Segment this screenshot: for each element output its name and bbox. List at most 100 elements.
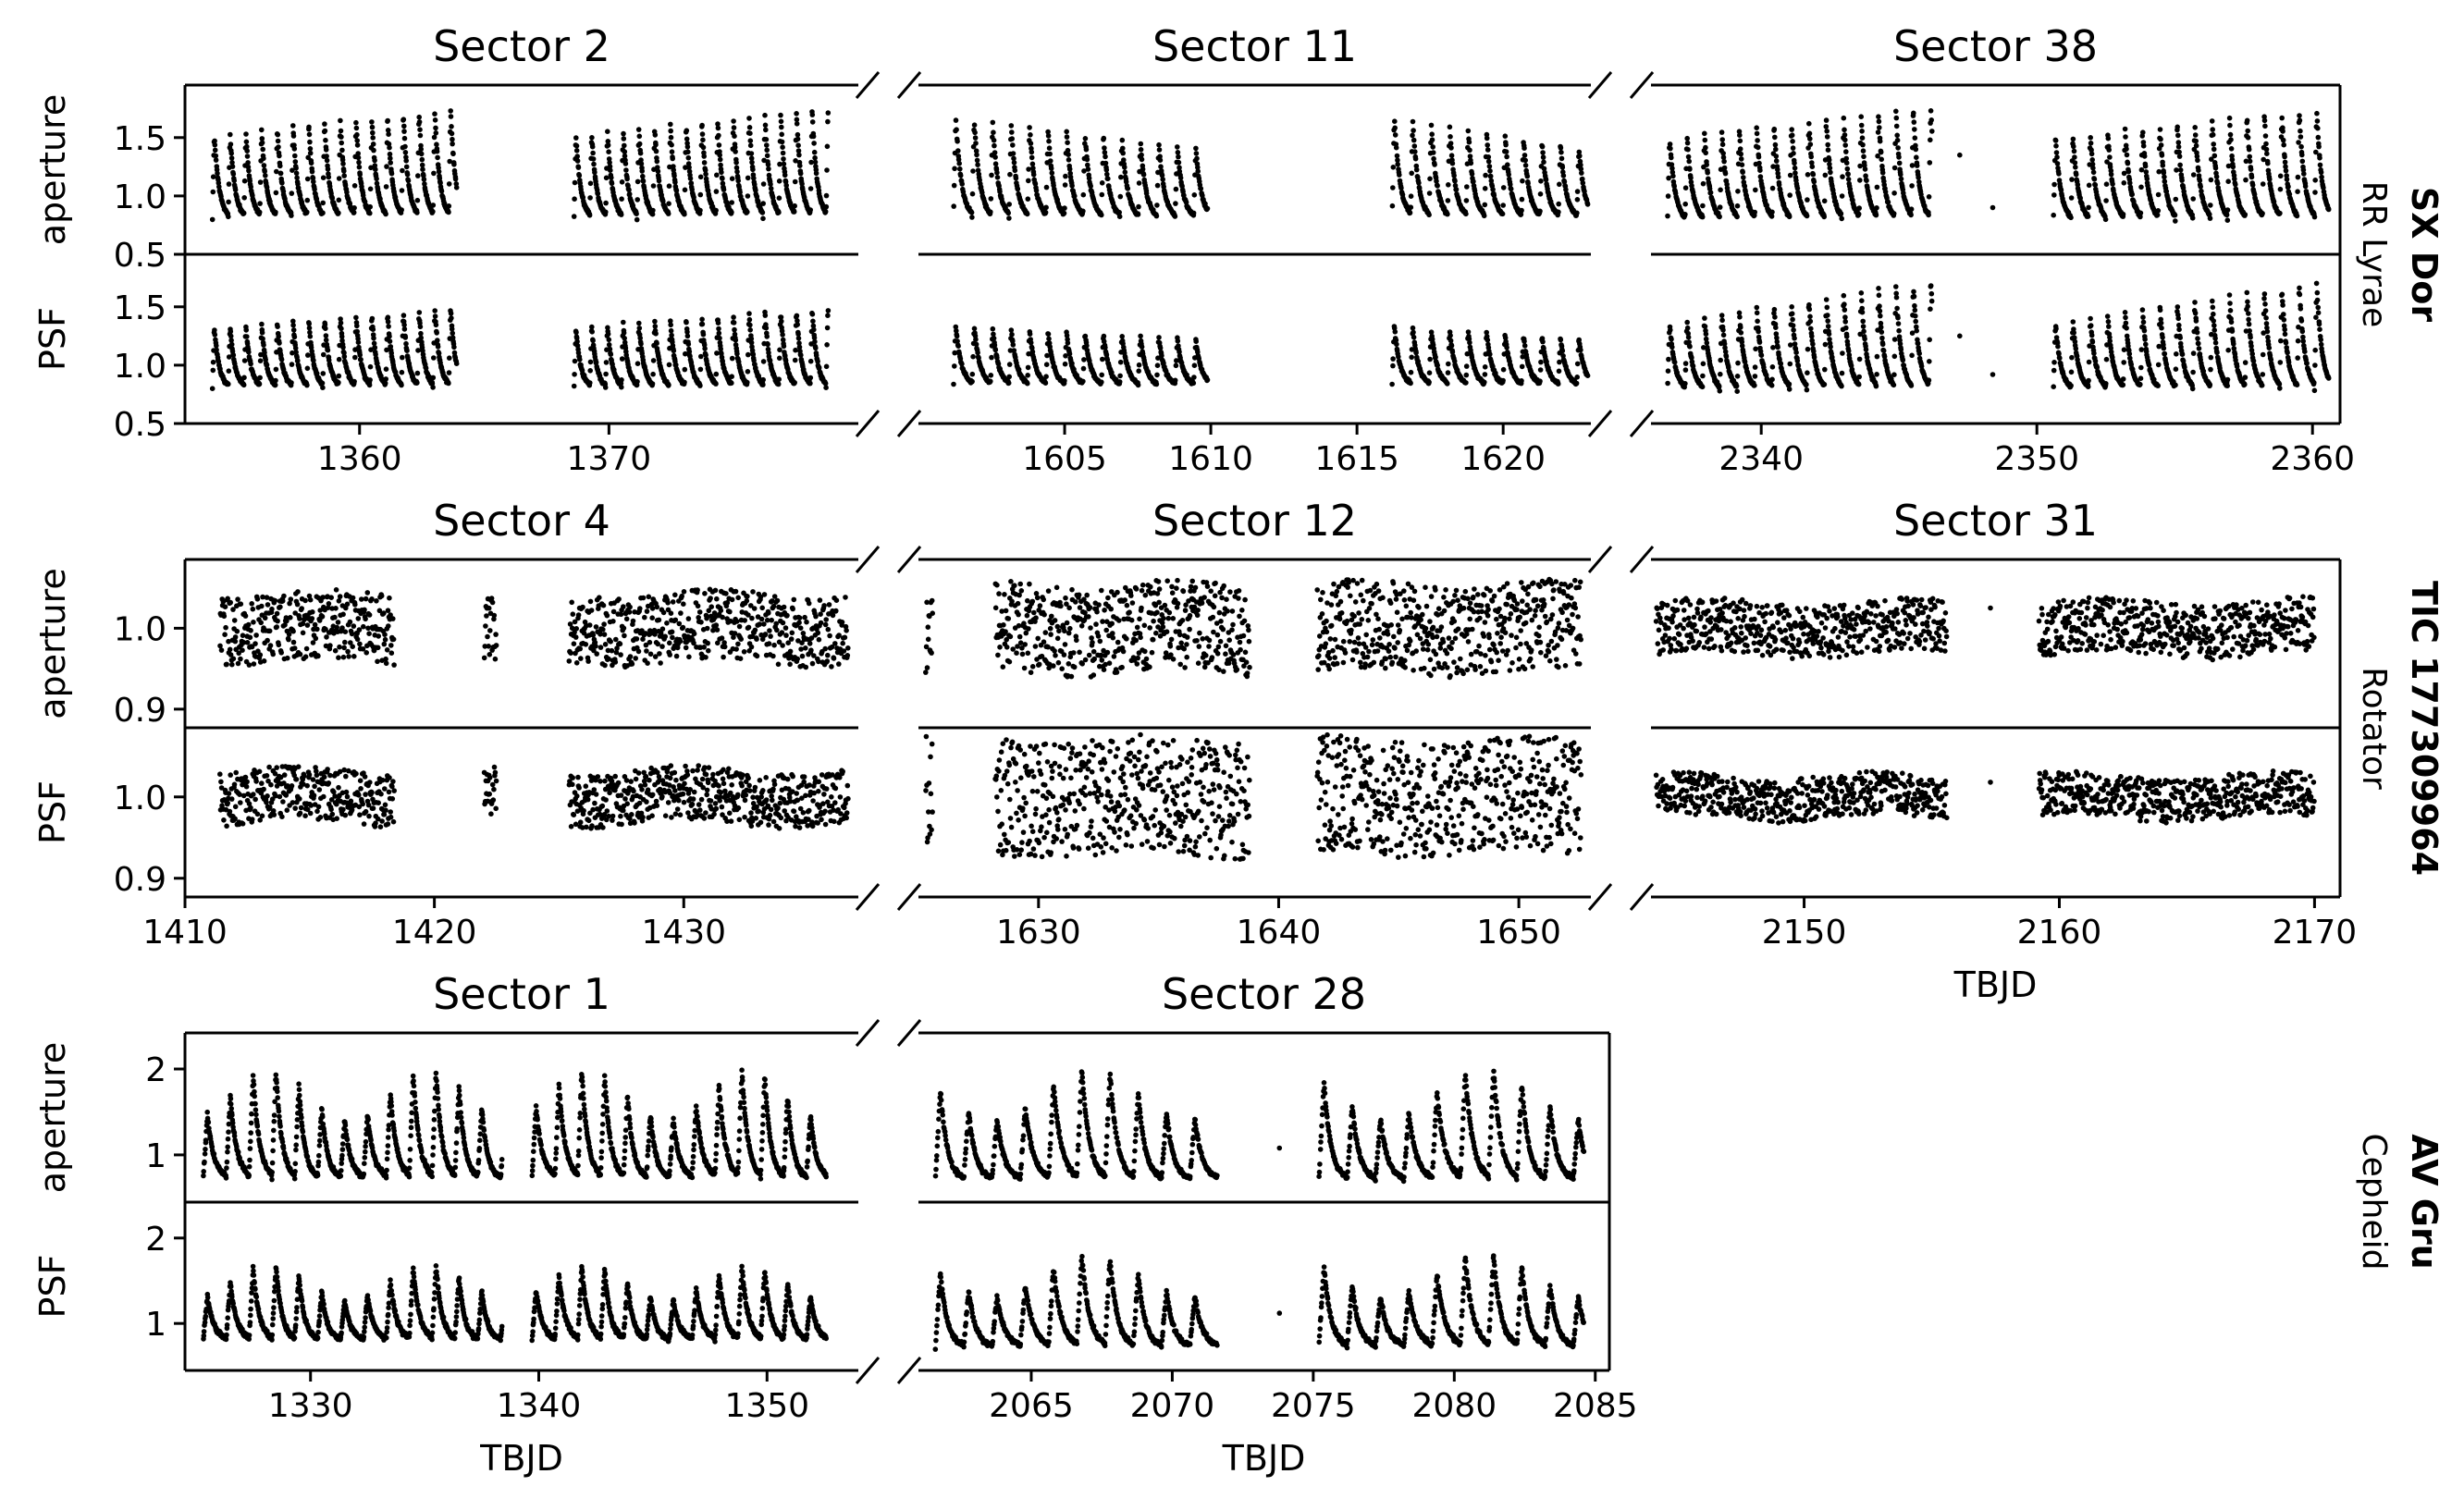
data-point	[1773, 158, 1780, 164]
data-point	[1741, 175, 1746, 180]
data-point	[338, 320, 344, 326]
data-point	[697, 174, 704, 180]
data-point	[1734, 203, 1741, 209]
data-point	[430, 203, 437, 208]
data-point	[1175, 150, 1181, 155]
data-point	[781, 161, 787, 167]
data-point	[1416, 180, 1422, 186]
data-point	[1806, 130, 1813, 137]
data-point	[228, 141, 234, 147]
data-point	[1500, 185, 1507, 190]
data-point	[1395, 161, 1400, 167]
data-point	[602, 385, 609, 390]
data-point	[779, 131, 784, 138]
data-point	[1558, 155, 1565, 162]
data-point	[370, 129, 376, 136]
data-point	[309, 168, 315, 175]
data-point	[748, 151, 755, 156]
data-point	[372, 163, 378, 168]
data-point	[776, 195, 782, 201]
data-point	[732, 326, 737, 333]
data-point	[974, 157, 980, 164]
data-point	[372, 345, 378, 350]
data-point	[338, 128, 344, 134]
data-point	[229, 160, 235, 166]
data-point	[807, 186, 814, 191]
data-point	[292, 153, 298, 159]
data-point	[448, 108, 454, 114]
data-point	[969, 190, 976, 197]
data-point	[275, 131, 281, 138]
data-point	[621, 130, 626, 137]
data-point	[383, 366, 389, 373]
data-point	[212, 147, 218, 154]
data-point	[1015, 186, 1021, 192]
data-point	[1062, 182, 1068, 188]
data-point	[1043, 362, 1050, 368]
data-point	[796, 152, 802, 158]
data-point	[1842, 127, 1847, 133]
data-point	[715, 320, 721, 326]
data-point	[1858, 114, 1864, 119]
data-point	[1719, 129, 1725, 135]
data-point	[1574, 189, 1581, 194]
data-point	[1411, 128, 1416, 133]
data-point	[760, 215, 766, 222]
data-point	[417, 127, 423, 132]
data-point	[1043, 204, 1049, 211]
data-point	[763, 325, 770, 331]
data-point	[1409, 354, 1414, 361]
data-point	[1485, 142, 1490, 148]
data-point	[290, 123, 296, 129]
data-point	[311, 178, 316, 185]
data-point	[1393, 144, 1399, 151]
data-point	[792, 203, 797, 209]
data-point	[1893, 123, 1900, 129]
data-point	[210, 367, 216, 374]
data-point	[371, 147, 376, 154]
data-point	[1876, 118, 1882, 125]
data-point	[355, 154, 362, 161]
data-point	[322, 128, 328, 134]
data-point	[400, 313, 407, 318]
data-point	[795, 136, 801, 142]
data-point	[1843, 160, 1850, 166]
data-point	[1809, 164, 1816, 169]
data-point	[1537, 208, 1543, 215]
data-point	[1448, 145, 1454, 151]
data-point	[1722, 170, 1729, 177]
data-point	[952, 166, 957, 172]
data-point	[824, 325, 831, 331]
data-point	[1893, 115, 1900, 121]
data-point	[436, 168, 442, 175]
data-point	[1665, 193, 1671, 199]
data-point	[1448, 141, 1454, 146]
data-point	[1555, 381, 1561, 387]
data-point	[777, 355, 782, 362]
data-point	[1009, 136, 1015, 141]
data-point	[809, 119, 816, 125]
data-point	[341, 353, 348, 360]
data-point	[1574, 197, 1581, 203]
data-point	[592, 169, 598, 176]
data-point	[1896, 160, 1903, 166]
data-point	[992, 150, 998, 155]
data-point	[795, 322, 800, 327]
data-point	[1448, 153, 1455, 158]
data-point	[668, 322, 673, 328]
data-point	[807, 380, 813, 387]
data-point	[358, 357, 363, 362]
data-point	[339, 147, 345, 154]
data-point	[263, 173, 268, 178]
data-point	[1172, 377, 1178, 384]
data-point	[571, 214, 577, 219]
data-point	[1499, 211, 1506, 217]
data-point	[779, 124, 784, 130]
data-point	[969, 371, 976, 377]
data-point	[1191, 375, 1197, 380]
data-point	[1503, 141, 1509, 148]
axis-break-mark	[1629, 71, 1655, 99]
data-point	[1081, 357, 1087, 362]
data-point	[747, 130, 753, 136]
data-point	[731, 320, 737, 326]
